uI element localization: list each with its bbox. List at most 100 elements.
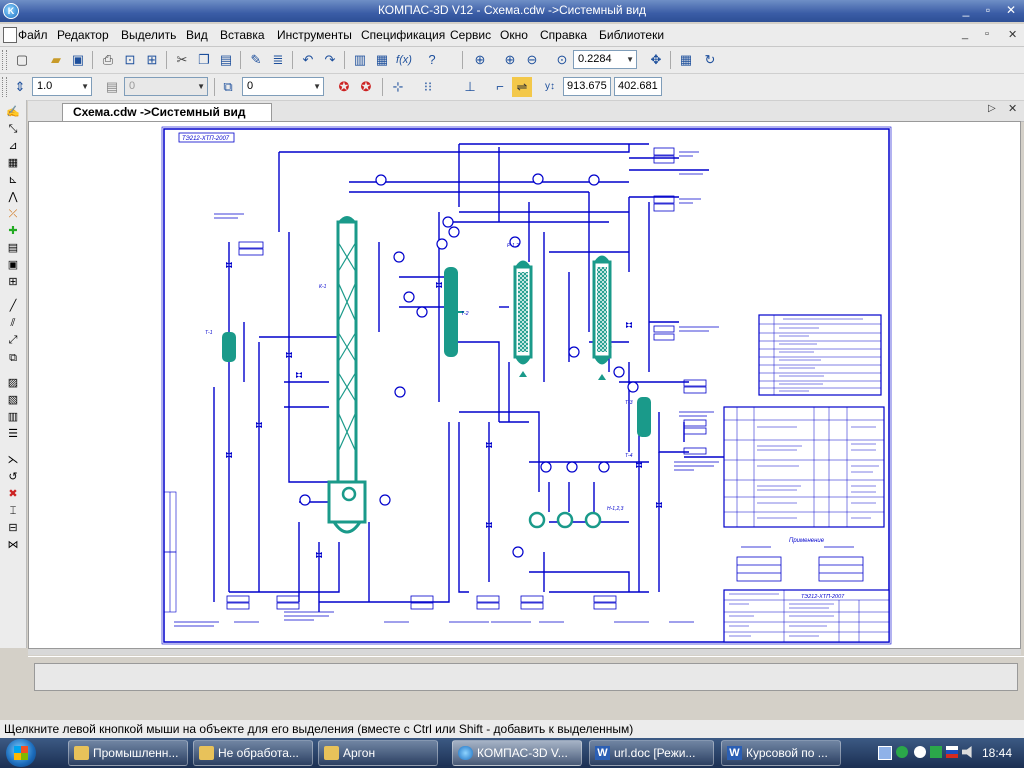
taskbar-item-folder-2[interactable]: Не обработа... [193,740,313,766]
table-tool-icon[interactable]: ▥ [7,411,19,423]
copy-icon[interactable]: ❐ [198,52,210,67]
new-document-icon[interactable]: ▢ [15,52,29,67]
toolbar-grip[interactable] [2,77,7,97]
minimize-button[interactable]: _ [962,3,970,17]
pan-icon[interactable]: ✥ [650,52,662,67]
delete-tool-icon[interactable]: ✖ [8,488,18,500]
doc-minimize-button[interactable]: _ [962,28,969,40]
ortho-mode-icon[interactable]: ⌐ [496,79,504,94]
line-scale-combo[interactable]: 1.0▼ [32,77,92,96]
clock[interactable]: 18:44 [981,746,1012,760]
menu-view[interactable]: Вид [186,28,208,42]
tab-scroll-right-icon[interactable]: ▷ [988,103,996,114]
app-tray-icon[interactable] [914,746,926,758]
toolbar-grip[interactable] [2,50,7,70]
taskbar-item-folder-3[interactable]: Аргон [318,740,438,766]
cut-icon[interactable]: ✂ [176,52,188,67]
dimensions-tool-icon[interactable]: ⤡ [8,123,18,135]
menu-edit[interactable]: Редактор [57,28,109,42]
rotate-tool-icon[interactable]: ↺ [8,471,18,483]
hatch-tool-icon[interactable]: ▨ [7,377,19,389]
close-button[interactable]: ✕ [1005,3,1017,17]
designations-tool-icon[interactable]: ⊿ [8,140,18,152]
grid-icon[interactable]: ⁝⁝ [423,79,433,94]
taskbar-item-kompas[interactable]: КОМПАС-3D V... [452,740,582,766]
manager-icon[interactable]: ▥ [353,52,367,67]
desktop-icon[interactable] [878,746,892,760]
start-button[interactable] [6,739,36,767]
zoom-in-icon[interactable]: ⊕ [504,52,516,67]
cursor-y-field[interactable]: 402.681 [614,77,662,96]
open-folder-icon[interactable]: ▰ [51,52,61,67]
align-tool-icon[interactable]: ☰ [8,428,18,440]
properties-icon[interactable]: ⊞ [146,52,158,67]
geometry-tool-icon[interactable]: ✍ [6,106,20,118]
reports-tool-icon[interactable]: ▤ [7,242,19,254]
local-cs-icon[interactable]: ⊥ [464,79,476,94]
menu-insert[interactable]: Вставка [220,28,265,42]
measure-tool-icon[interactable]: ⋀ [8,191,18,203]
document-tab[interactable]: Схема.cdw ->Системный вид [62,103,272,121]
trim-tool-icon[interactable]: ⌶ [9,505,17,517]
breaks-tool-icon[interactable]: ⋈ [7,539,19,551]
drawing-canvas[interactable]: ТЭ212-ХТП-2007 [28,121,1021,649]
copy-tool-icon[interactable]: ⧉ [9,352,17,364]
local-snap-icon[interactable]: ✪ [360,79,372,94]
variables-icon[interactable]: ▦ [375,52,389,67]
zoom-scale-icon[interactable]: ⊙ [556,52,568,67]
help-pointer-icon[interactable]: ? [428,52,436,67]
fill-tool-icon[interactable]: ▧ [7,394,19,406]
scale-tool-icon[interactable]: ⤢ [8,334,18,346]
horizontal-scrollbar[interactable] [28,649,1021,655]
line-tool-icon[interactable]: ╱ [9,300,17,312]
print-icon[interactable]: ⎙ [102,52,114,67]
menu-select[interactable]: Выделить [121,28,177,42]
parametrization-tool-icon[interactable]: ⊾ [8,174,18,186]
insert-tool-icon[interactable]: ⊞ [8,276,18,288]
function-icon[interactable]: f(x) [396,54,412,66]
fragment-tool-icon[interactable]: ▣ [7,259,19,271]
refresh-icon[interactable]: ▦ [679,52,693,67]
select-tool-icon[interactable]: ⤫ [8,208,18,220]
format-brush-icon[interactable]: ✎ [250,52,262,67]
list-icon[interactable]: ≣ [272,52,284,67]
undo-icon[interactable]: ↶ [302,52,314,67]
paste-icon[interactable]: ▤ [219,52,233,67]
safely-remove-icon[interactable] [930,746,942,758]
network-icon[interactable] [896,746,908,758]
volume-icon[interactable] [962,746,972,758]
property-panel-area[interactable] [34,663,1018,691]
taskbar-item-folder-1[interactable]: Промышленн... [68,740,188,766]
menu-window[interactable]: Окно [500,28,528,42]
redraw-icon[interactable]: ↻ [704,52,716,67]
zoom-out-icon[interactable]: ⊖ [526,52,538,67]
cursor-coords-icon[interactable]: ⇌ [512,77,532,97]
redo-icon[interactable]: ↷ [324,52,336,67]
doc-restore-button[interactable]: ▫ [985,28,989,40]
offset-tool-icon[interactable]: ⫽ [10,317,16,329]
edit-tool-icon[interactable]: ▦ [7,157,19,169]
language-flag-icon[interactable] [946,746,958,758]
maximize-button[interactable]: ▫ [985,3,991,17]
spec-tool-icon[interactable]: ✚ [8,225,18,237]
menu-tools[interactable]: Инструменты [277,28,352,42]
menu-service[interactable]: Сервис [450,28,492,42]
menu-help[interactable]: Справка [540,28,588,42]
style-combo[interactable]: 0▼ [242,77,324,96]
taskbar-item-word-2[interactable]: W Курсовой по ... [721,740,841,766]
save-icon[interactable]: ▣ [71,52,85,67]
zoom-combo[interactable]: 0.2284▼ [573,50,637,69]
menu-file[interactable]: Файл [18,28,48,42]
symmetry-tool-icon[interactable]: ⋋ [7,454,19,466]
taskbar-item-word-1[interactable]: W url.doc [Режи... [589,740,714,766]
menu-libraries[interactable]: Библиотеки [599,28,665,42]
orthogonal-icon[interactable]: ⊹ [392,79,404,94]
print-preview-icon[interactable]: ⊡ [124,52,136,67]
tab-close-icon[interactable]: ✕ [1008,103,1018,115]
cursor-x-field[interactable]: 913.675 [563,77,611,96]
deform-tool-icon[interactable]: ⊟ [8,522,18,534]
zoom-window-icon[interactable]: ⊕ [474,52,486,67]
kompas-logo-icon[interactable]: K [3,3,19,19]
menu-specification[interactable]: Спецификация [361,28,446,42]
document-icon[interactable] [3,27,17,43]
